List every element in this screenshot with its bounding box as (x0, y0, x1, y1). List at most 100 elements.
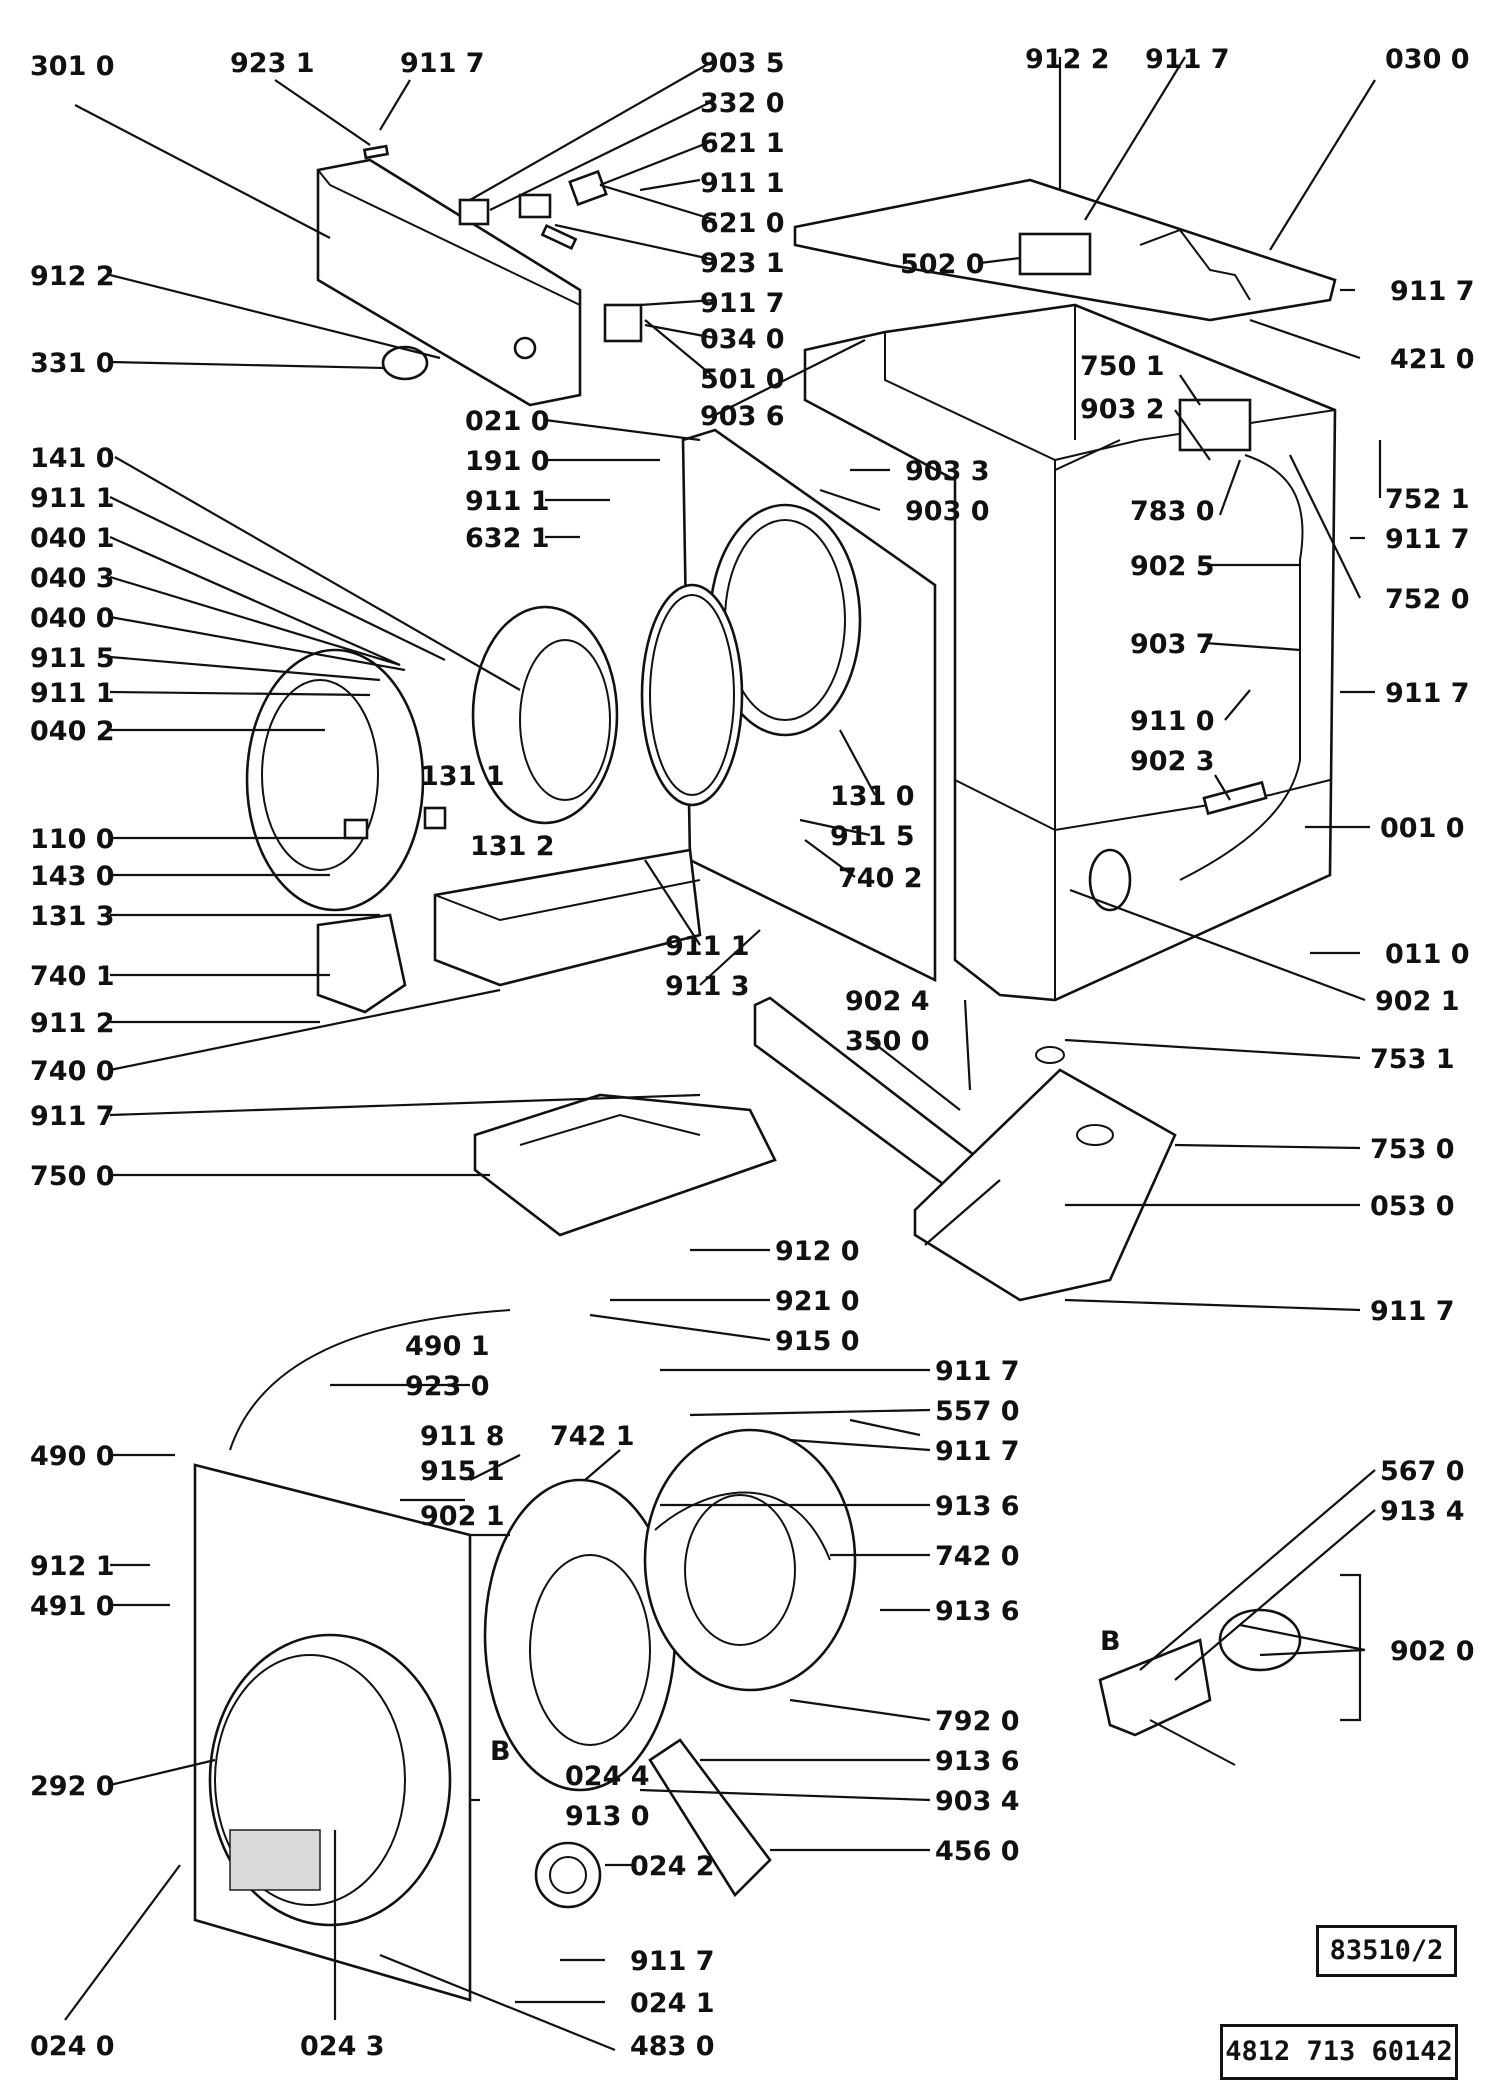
label-903-7: 903 7 (1130, 629, 1215, 660)
label-911-7: 911 7 (1370, 1296, 1455, 1327)
label-783-0: 783 0 (1130, 496, 1215, 527)
label-040-3: 040 3 (30, 563, 115, 594)
door-seal (640, 583, 744, 807)
label-903-0: 903 0 (905, 496, 990, 527)
label-021-0: 021 0 (465, 406, 550, 437)
label-911-5: 911 5 (30, 643, 115, 674)
label-024-0: 024 0 (30, 2031, 115, 2062)
label-110-0: 110 0 (30, 824, 115, 855)
label-911-7: 911 7 (30, 1101, 115, 1132)
label-143-0: 143 0 (30, 861, 115, 892)
drawing-code: 83510/2 (1316, 1925, 1457, 1977)
label-740-2: 740 2 (838, 863, 923, 894)
label-903-6: 903 6 (700, 401, 785, 432)
label-024-4: 024 4 (565, 1761, 650, 1792)
label-911-1: 911 1 (700, 168, 785, 199)
label-024-3: 024 3 (300, 2031, 385, 2062)
base-plate (473, 1093, 777, 1237)
label-740-0: 740 0 (30, 1056, 115, 1087)
label-902-5: 902 5 (1130, 551, 1215, 582)
label-912-2: 912 2 (30, 261, 115, 292)
fluff-filter (433, 848, 702, 987)
label-024-2: 024 2 (630, 1851, 715, 1882)
label-490-0: 490 0 (30, 1441, 115, 1472)
label-490-1: 490 1 (405, 1331, 490, 1362)
label-902-0: 902 0 (1390, 1636, 1475, 1667)
label-915-1: 915 1 (420, 1456, 505, 1487)
label-034-0: 034 0 (700, 324, 785, 355)
label-b-duct: B (490, 1736, 511, 1767)
label-913-6: 913 6 (935, 1491, 1020, 1522)
label-913-4: 913 4 (1380, 1496, 1465, 1527)
label-557-0: 557 0 (935, 1396, 1020, 1427)
label-040-1: 040 1 (30, 523, 115, 554)
label-b-motor: B (1100, 1626, 1121, 1657)
label-903-3: 903 3 (905, 456, 990, 487)
label-912-2: 912 2 (1025, 44, 1110, 75)
label-923-1: 923 1 (230, 48, 315, 79)
label-911-1: 911 1 (30, 483, 115, 514)
label-331-0: 331 0 (30, 348, 115, 379)
label-332-0: 332 0 (700, 88, 785, 119)
label-911-1: 911 1 (465, 486, 550, 517)
label-483-0: 483 0 (630, 2031, 715, 2062)
label-752-0: 752 0 (1385, 584, 1470, 615)
label-913-6: 913 6 (935, 1596, 1020, 1627)
label-911-7: 911 7 (1390, 276, 1475, 307)
label-567-0: 567 0 (1380, 1456, 1465, 1487)
label-750-0: 750 0 (30, 1161, 115, 1192)
knob (381, 345, 429, 381)
label-752-1: 752 1 (1385, 484, 1470, 515)
motor (1218, 1608, 1302, 1672)
label-911-7: 911 7 (1145, 44, 1230, 75)
label-911-3: 911 3 (665, 971, 750, 1002)
label-911-5: 911 5 (830, 821, 915, 852)
label-911-7: 911 7 (1385, 524, 1470, 555)
label-911-1: 911 1 (30, 678, 115, 709)
door-frame (471, 605, 619, 825)
label-502-0: 502 0 (900, 249, 985, 280)
label-902-4: 902 4 (845, 986, 930, 1017)
label-491-0: 491 0 (30, 1591, 115, 1622)
label-350-0: 350 0 (845, 1026, 930, 1057)
label-921-0: 921 0 (775, 1286, 860, 1317)
label-131-2: 131 2 (470, 831, 555, 862)
label-292-0: 292 0 (30, 1771, 115, 1802)
label-923-0: 923 0 (405, 1371, 490, 1402)
label-902-1: 902 1 (420, 1501, 505, 1532)
label-911-7: 911 7 (935, 1436, 1020, 1467)
label-903-2: 903 2 (1080, 394, 1165, 425)
label-912-0: 912 0 (775, 1236, 860, 1267)
label-632-1: 632 1 (465, 523, 550, 554)
leader-lines (64, 56, 1382, 2052)
label-903-5: 903 5 (700, 48, 785, 79)
bottom-plate (913, 1068, 1177, 1302)
label-913-6: 913 6 (935, 1746, 1020, 1777)
label-001-0: 001 0 (1380, 813, 1465, 844)
label-621-1: 621 1 (700, 128, 785, 159)
label-030-0: 030 0 (1385, 44, 1470, 75)
label-911-2: 911 2 (30, 1008, 115, 1039)
label-923-1: 923 1 (700, 248, 785, 279)
label-141-0: 141 0 (30, 443, 115, 474)
label-912-1: 912 1 (30, 1551, 115, 1582)
part-illustrations (193, 144, 1337, 2002)
heater-element (648, 1738, 772, 1898)
door (245, 648, 425, 912)
label-915-0: 915 0 (775, 1326, 860, 1357)
control-panel (316, 158, 582, 407)
label-911-0: 911 0 (1130, 706, 1215, 737)
motor-bracket (1098, 1638, 1212, 1737)
label-024-1: 024 1 (630, 1988, 715, 2019)
label-911-7: 911 7 (630, 1946, 715, 1977)
label-742-1: 742 1 (550, 1421, 635, 1452)
label-131-3: 131 3 (30, 901, 115, 932)
label-191-0: 191 0 (465, 446, 550, 477)
part-number: 4812 713 60142 (1220, 2024, 1458, 2080)
label-740-1: 740 1 (30, 961, 115, 992)
label-911-7: 911 7 (400, 48, 485, 79)
label-902-3: 902 3 (1130, 746, 1215, 777)
label-456-0: 456 0 (935, 1836, 1020, 1867)
label-621-0: 621 0 (700, 208, 785, 239)
